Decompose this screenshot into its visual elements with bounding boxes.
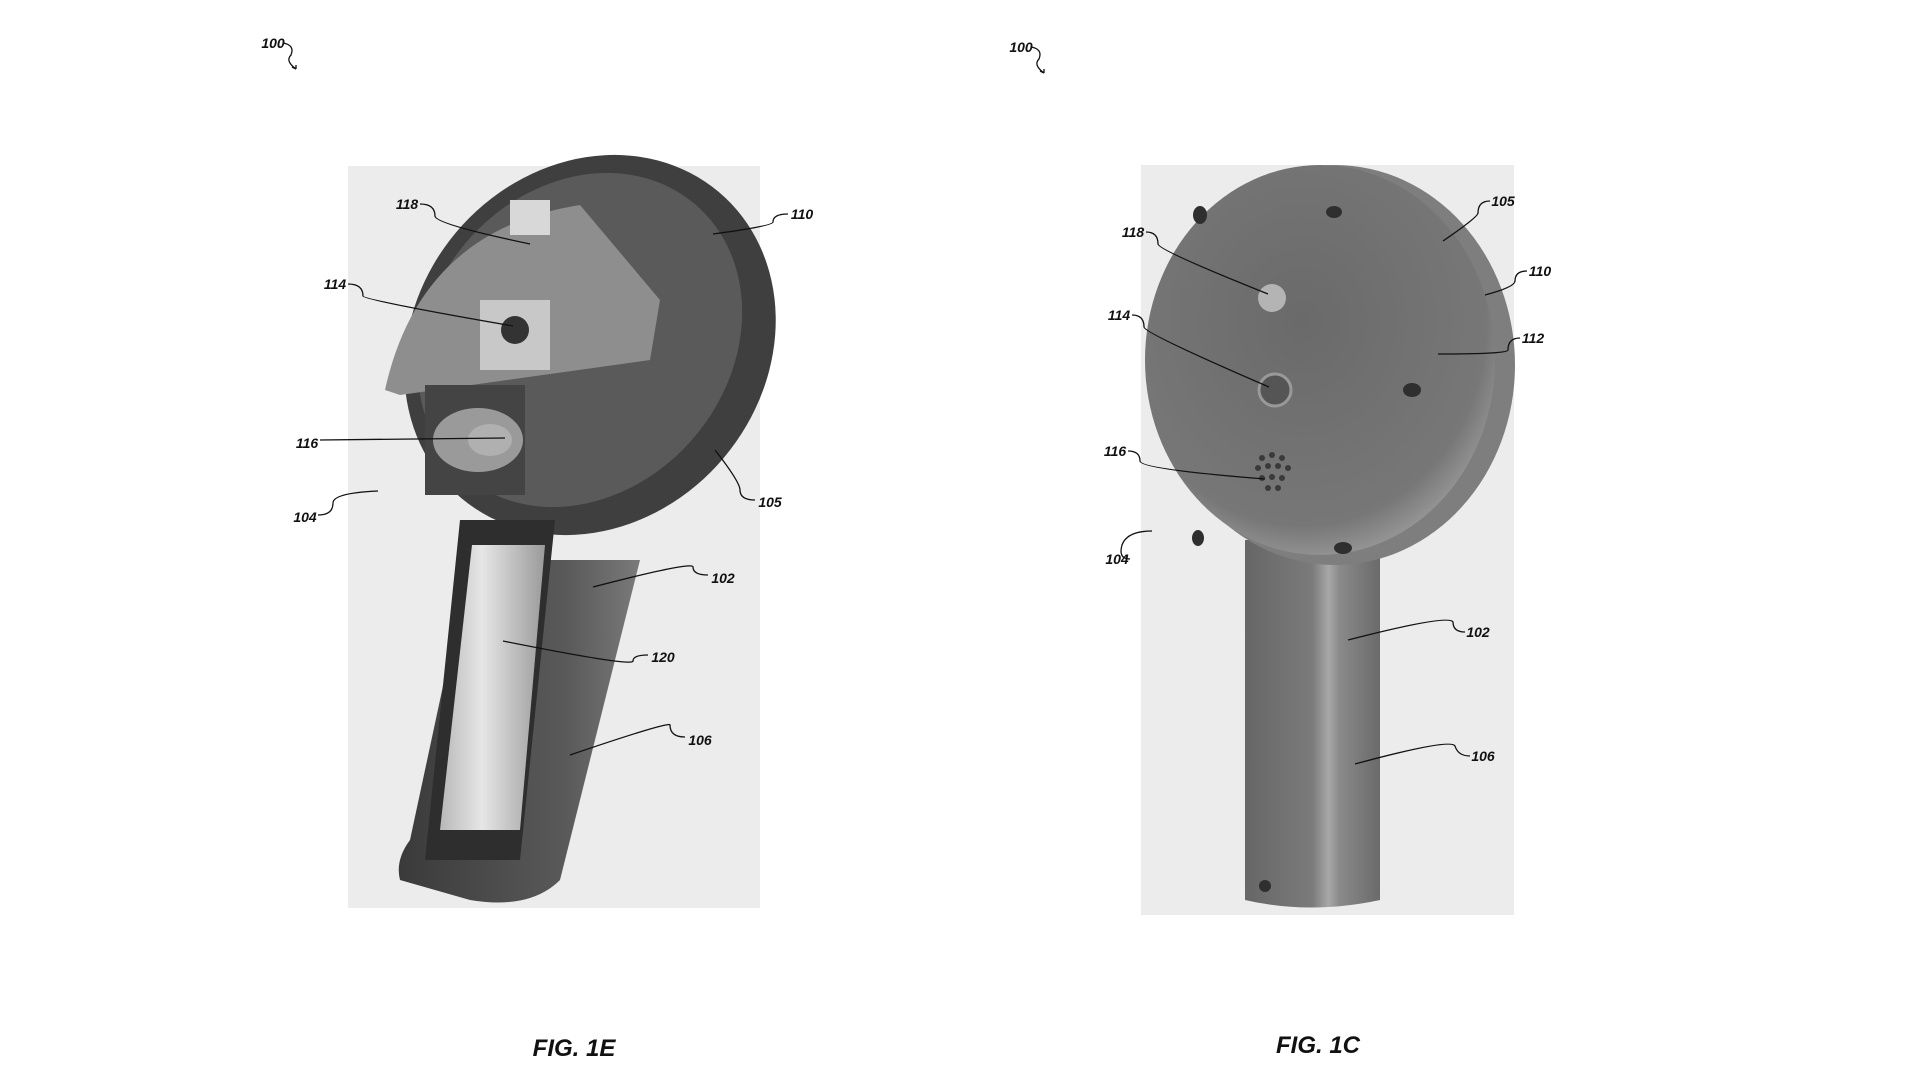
label-106: 106 [688,732,712,748]
label-114: 114 [1107,307,1131,323]
label-112: 112 [1521,330,1545,346]
label-110: 110 [790,206,814,222]
label-105: 105 [758,494,782,510]
label-116: 116 [295,435,319,451]
figure-1c-drawing [1141,165,1515,915]
handle-106 [1245,540,1380,908]
leader-lines [282,42,1528,765]
screw-holes [1192,206,1421,892]
label-120: 120 [651,649,675,665]
housing-104 [1145,165,1495,555]
label-105: 105 [1491,193,1515,209]
camera-114 [1257,372,1293,408]
label-106: 106 [1471,748,1495,764]
label-114: 114 [323,276,347,292]
label-102: 102 [1466,624,1490,640]
reference-100: 100 [1009,39,1033,55]
label-110: 110 [1528,263,1552,279]
speaker-grille-116 [1255,452,1291,491]
label-104: 104 [1105,551,1129,567]
reference-100: 100 [261,35,285,51]
battery-120 [440,545,545,830]
label-116: 116 [1103,443,1127,459]
figure-caption-1e: FIG. 1E [532,1035,616,1062]
label-102: 102 [711,570,735,586]
label-118: 118 [395,196,419,212]
figure-1e-drawing [348,154,776,908]
sensor-118 [510,200,550,235]
figure-caption-1c: FIG. 1C [1275,1032,1361,1059]
sensor-118 [1258,284,1286,312]
label-118: 118 [1121,224,1145,240]
label-104: 104 [293,509,317,525]
